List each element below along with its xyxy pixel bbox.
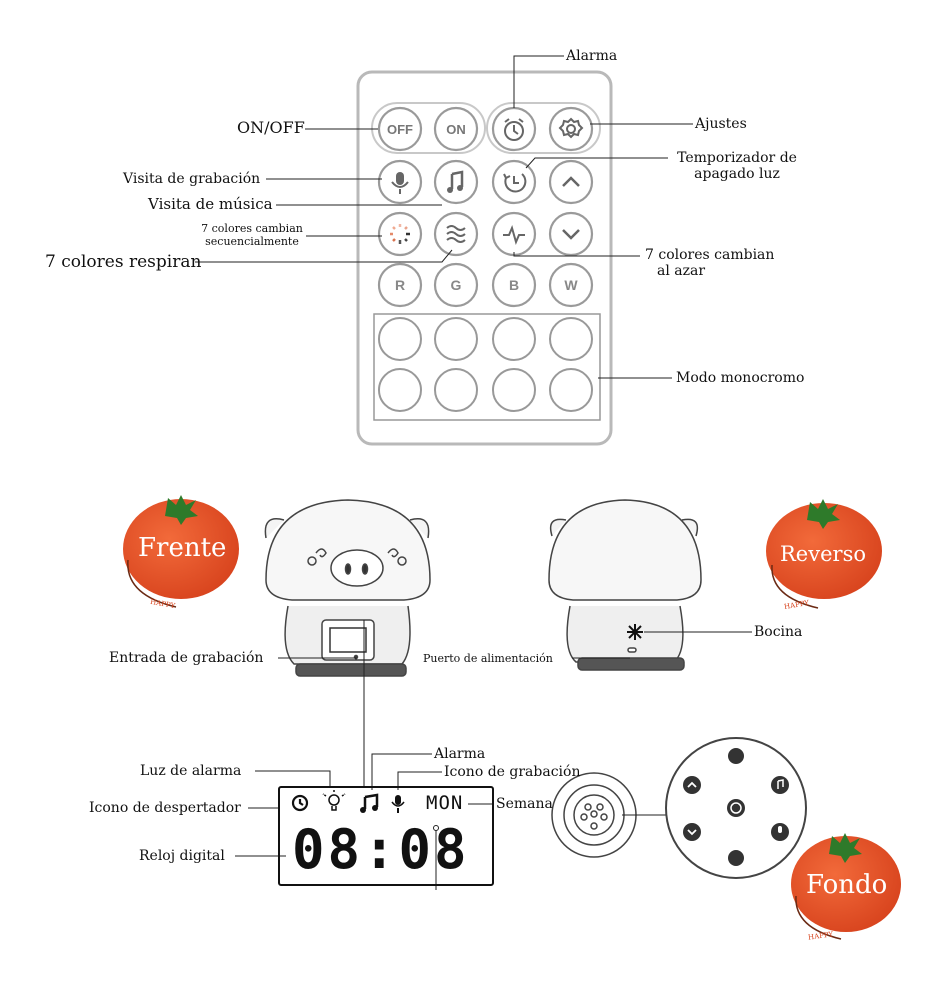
music-note-icon — [447, 170, 464, 193]
label-random-line2: al azar — [657, 263, 706, 279]
label-alarm-remote: Alarma — [566, 48, 618, 64]
label-random: 7 colores cambian al azar — [645, 247, 774, 279]
color-button — [378, 317, 422, 361]
bottom-view — [551, 772, 637, 858]
label-random-line1: 7 colores cambian — [645, 247, 775, 263]
label-on-off: ON/OFF — [237, 118, 305, 137]
label-alarm-display: Alarma — [434, 746, 486, 762]
up-button — [548, 159, 594, 205]
leader-record-input — [278, 657, 357, 660]
label-speaker: Bocina — [754, 624, 803, 640]
b-button — [491, 262, 537, 308]
pulse-icon — [503, 225, 525, 245]
label-wake-icon: Icono de despertador — [89, 800, 241, 816]
tag-back: Reverso — [780, 542, 866, 566]
on-text: ON — [446, 122, 466, 137]
label-power-port: Puerto de alimentación — [423, 652, 553, 665]
alarm-clock-icon — [728, 850, 744, 866]
b-text: B — [509, 277, 519, 293]
g-text: G — [451, 277, 462, 293]
label-digital-clock: Reloj digital — [139, 848, 225, 864]
waves-icon — [446, 225, 466, 243]
lcd-panel — [278, 786, 494, 886]
color-button — [492, 368, 536, 412]
label-mono: Modo monocromo — [676, 370, 805, 386]
color-button — [492, 317, 536, 361]
label-record-input: Entrada de grabación — [109, 650, 264, 666]
chevron-down-icon — [683, 823, 701, 841]
down-button — [548, 211, 594, 257]
gear-icon — [558, 117, 584, 139]
leader-record-icon — [397, 771, 442, 790]
label-alarm-light: Luz de alarma — [140, 763, 242, 779]
monochrome-grid-frame — [373, 313, 601, 421]
label-breathe: 7 colores respiran — [45, 252, 202, 272]
remote-body — [356, 70, 613, 446]
music-note-icon — [771, 776, 789, 794]
wake-alarm-icon — [291, 794, 309, 812]
label-music-visit: Visita de música — [148, 195, 273, 213]
label-timer-line2: apagado luz — [694, 166, 780, 182]
tag-bottom: Fondo — [806, 870, 888, 900]
lcd-time: 08:08 — [292, 818, 470, 881]
color-button — [434, 317, 478, 361]
r-button — [377, 262, 423, 308]
music-button — [433, 159, 479, 205]
lcd-microphone-icon — [391, 795, 405, 813]
label-timer-line1: Temporizador de — [677, 150, 797, 166]
light-bulb-icon — [322, 789, 346, 811]
leader-timer — [525, 157, 668, 169]
w-text: W — [564, 277, 578, 293]
color-button — [378, 368, 422, 412]
label-timer: Temporizador de apagado luz — [668, 150, 806, 182]
label-week: Semana — [496, 796, 553, 812]
leader-random — [513, 252, 640, 257]
on-button — [433, 106, 479, 152]
lcd-day: MON — [426, 792, 464, 814]
alarm-settings-group — [486, 102, 601, 154]
color-button — [549, 368, 593, 412]
chevron-up-icon — [683, 776, 701, 794]
leader-breathe — [195, 249, 453, 263]
lcd-music-icon — [360, 793, 379, 813]
chevron-up-icon — [562, 176, 580, 187]
pig-lamp-back — [548, 499, 702, 671]
settings-button — [548, 106, 594, 152]
sleep-timer-icon — [503, 173, 527, 193]
g-button — [433, 262, 479, 308]
tomato-front — [123, 495, 239, 608]
chevron-down-icon — [562, 229, 580, 240]
sequential-color-button — [377, 211, 423, 257]
gear-icon — [728, 748, 744, 764]
label-record-visit: Visita de grabación — [123, 171, 261, 187]
tag-front: Frente — [138, 533, 227, 563]
color-button — [549, 317, 593, 361]
sequential-spinner-icon — [390, 224, 410, 244]
leader-alarm-icon — [371, 753, 432, 790]
label-sequential-line1: 7 colores cambian — [201, 222, 303, 235]
off-button — [377, 106, 423, 152]
label-sequential: 7 colores cambian secuencialmente — [196, 222, 308, 248]
alarm-clock-icon — [504, 118, 524, 141]
label-sequential-line2: secuencialmente — [205, 235, 299, 248]
tomato-bottom — [791, 833, 901, 940]
label-record-icon: Icono de grabación — [444, 764, 581, 780]
power-group — [371, 102, 486, 154]
color-button — [434, 368, 478, 412]
microphone-icon — [391, 172, 409, 194]
w-button — [548, 262, 594, 308]
speaker-icon — [627, 624, 643, 640]
label-settings: Ajustes — [695, 116, 747, 132]
control-panel-zoom — [665, 737, 807, 879]
pig-lamp-front — [264, 499, 431, 677]
leader-alarm — [513, 55, 564, 108]
tomato-back — [766, 499, 882, 609]
off-text: OFF — [387, 122, 413, 137]
r-text: R — [395, 277, 405, 293]
leader-alarm-light — [255, 770, 331, 788]
